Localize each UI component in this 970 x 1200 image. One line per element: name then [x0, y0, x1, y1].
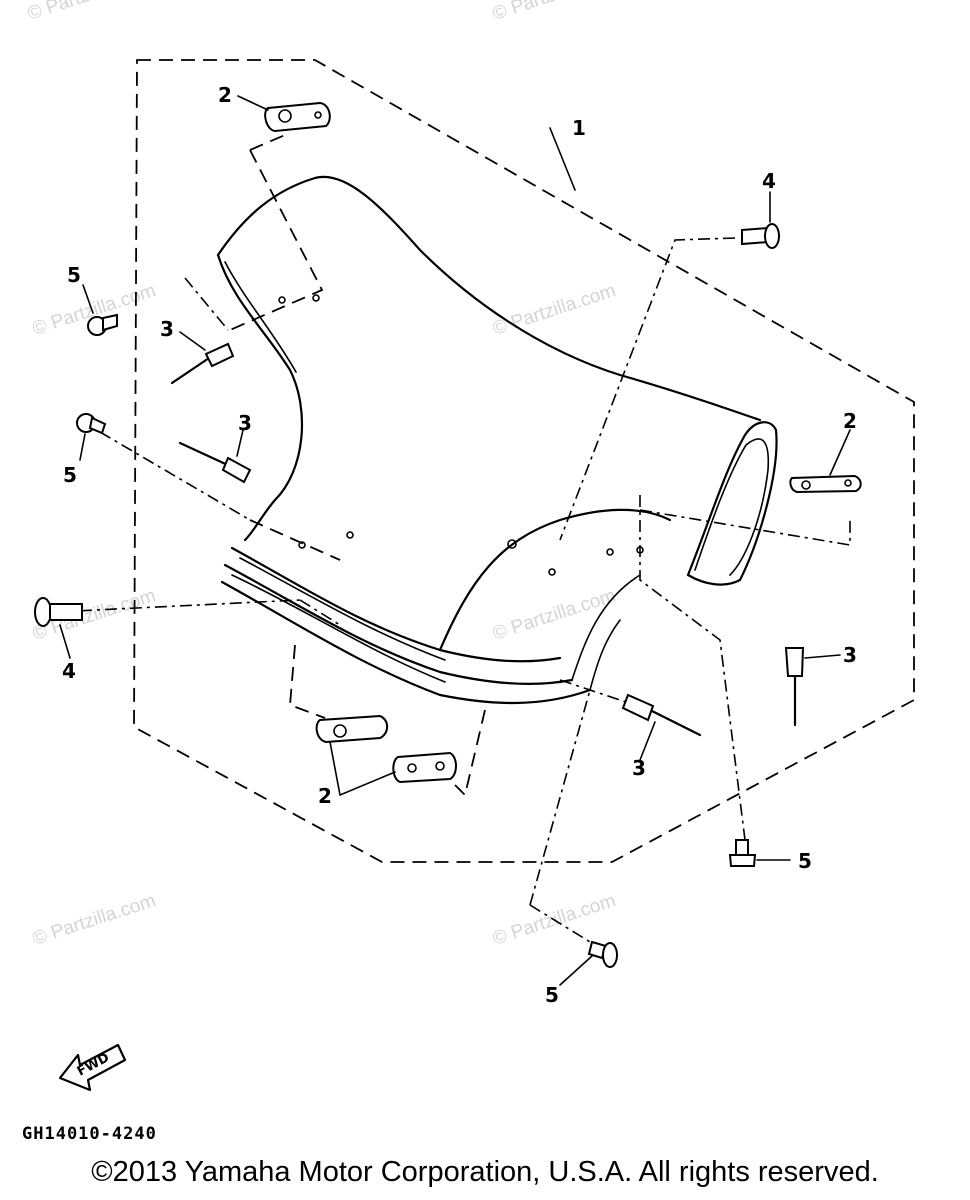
screw-part-5	[728, 839, 757, 867]
rivet-part-3	[178, 441, 252, 484]
clip-part-2	[315, 714, 389, 744]
watermark: © Partzilla.com	[490, 0, 618, 25]
callout-4: 4	[762, 169, 776, 193]
assembly-boundary	[133, 59, 915, 863]
screw-part-4	[741, 223, 780, 249]
drawing-code: GH14010-4240	[22, 1124, 157, 1144]
callout-3: 3	[843, 643, 857, 667]
rivet-part-3	[621, 693, 702, 737]
watermark: © Partzilla.com	[490, 585, 618, 645]
callout-arrows	[59, 95, 851, 986]
rivet-part-3	[170, 342, 235, 385]
callout-1: 1	[572, 116, 586, 140]
clip-part-2	[392, 751, 457, 784]
callout-2: 2	[843, 409, 857, 433]
callout-3: 3	[632, 756, 646, 780]
clip-part-2	[264, 101, 331, 133]
fwd-label: FWD	[75, 1050, 112, 1079]
callout-5: 5	[63, 463, 77, 487]
fwd-arrow-icon: FWD	[58, 1043, 127, 1092]
callout-4: 4	[62, 659, 76, 683]
rivet-part-3	[784, 647, 805, 727]
leader-lines	[54, 127, 851, 946]
watermark: © Partzilla.com	[25, 0, 153, 25]
watermark: © Partzilla.com	[490, 280, 618, 340]
callout-3: 3	[160, 317, 174, 341]
screw-part-5	[76, 413, 107, 435]
clip-part-2	[789, 474, 862, 494]
screw-part-4	[34, 597, 83, 627]
callout-5: 5	[798, 849, 812, 873]
cowling-part-1	[216, 175, 778, 705]
screw-part-5	[587, 940, 618, 968]
callout-2: 2	[318, 784, 332, 808]
callout-labels: 1 2 2 2 3 3 3 3 4 4 5 5 5 5	[62, 83, 857, 1007]
screw-part-5	[87, 313, 118, 336]
copyright-text: ©2013 Yamaha Motor Corporation, U.S.A. A…	[91, 1156, 879, 1188]
watermark: © Partzilla.com	[30, 890, 158, 950]
callout-5: 5	[67, 263, 81, 287]
callout-5: 5	[545, 983, 559, 1007]
callout-3: 3	[238, 411, 252, 435]
callout-2: 2	[218, 83, 232, 107]
